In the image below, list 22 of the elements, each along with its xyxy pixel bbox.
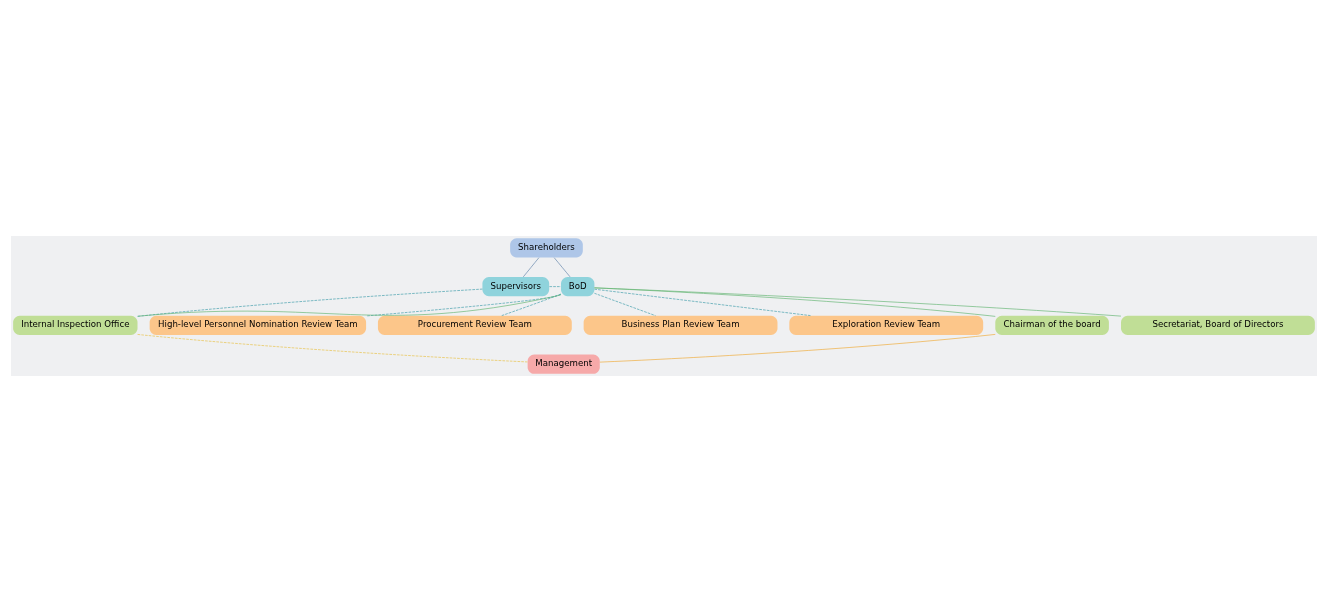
connector <box>553 257 571 278</box>
connector <box>594 288 812 316</box>
connector <box>549 286 562 287</box>
connector <box>599 334 996 363</box>
node-box: Secretariat, Board of Directors <box>1121 315 1315 336</box>
node-box: Exploration Review Team <box>789 315 984 336</box>
node-box: Procurement Review Team <box>377 315 572 336</box>
connector <box>522 257 540 278</box>
connector <box>594 292 656 316</box>
connector <box>137 294 562 317</box>
node-box: Supervisors <box>482 276 550 297</box>
node-box: BoD <box>561 276 595 297</box>
connector <box>137 334 528 363</box>
node-box: High-level Personnel Nomination Review Team <box>149 315 367 336</box>
node-box: Shareholders <box>510 238 583 258</box>
node-box: Chairman of the board <box>995 315 1109 336</box>
connector <box>501 293 562 316</box>
node-box: Internal Inspection Office <box>13 315 138 336</box>
connector <box>594 287 1122 317</box>
node-box: Management <box>527 354 600 374</box>
node-box: Business Plan Review Team <box>583 315 778 336</box>
connector <box>594 287 996 317</box>
